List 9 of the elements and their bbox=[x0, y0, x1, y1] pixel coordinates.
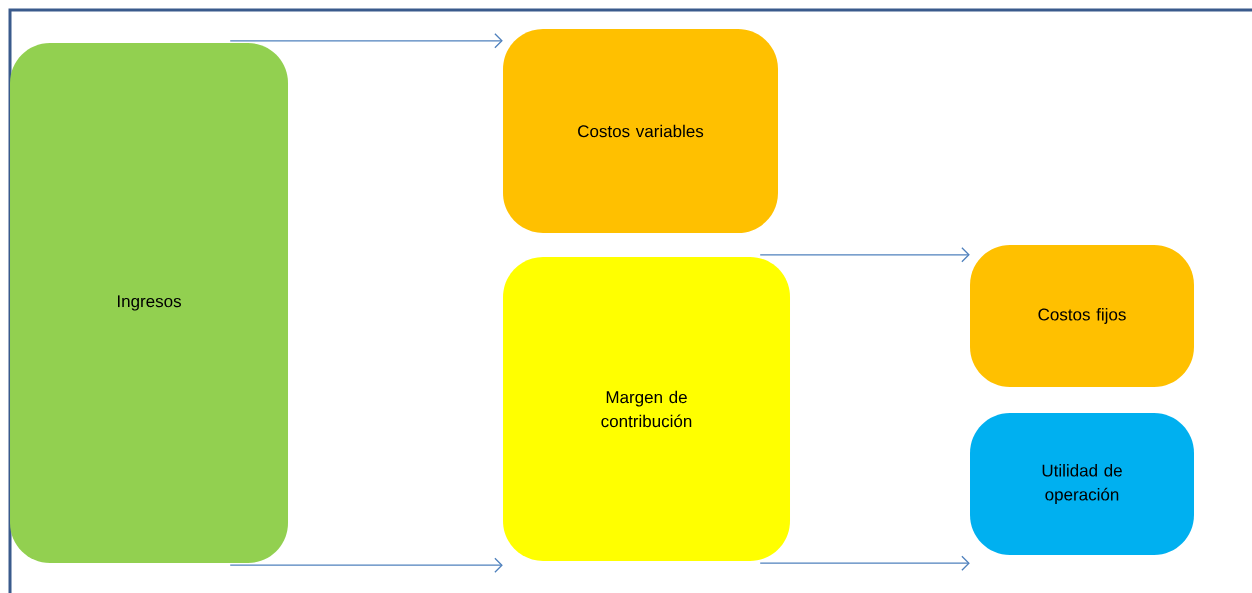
rounded-box: Costos variables bbox=[503, 29, 778, 233]
rounded-box: Costos fijos bbox=[970, 245, 1194, 387]
arrow bbox=[229, 33, 503, 49]
rounded-box: Ingresos bbox=[10, 43, 288, 563]
arrow bbox=[229, 557, 503, 573]
rounded-box: Utilidad de operación bbox=[970, 413, 1194, 555]
arrow bbox=[759, 555, 970, 571]
rounded-box: Margen de contribución bbox=[503, 257, 790, 561]
arrow bbox=[759, 247, 970, 263]
